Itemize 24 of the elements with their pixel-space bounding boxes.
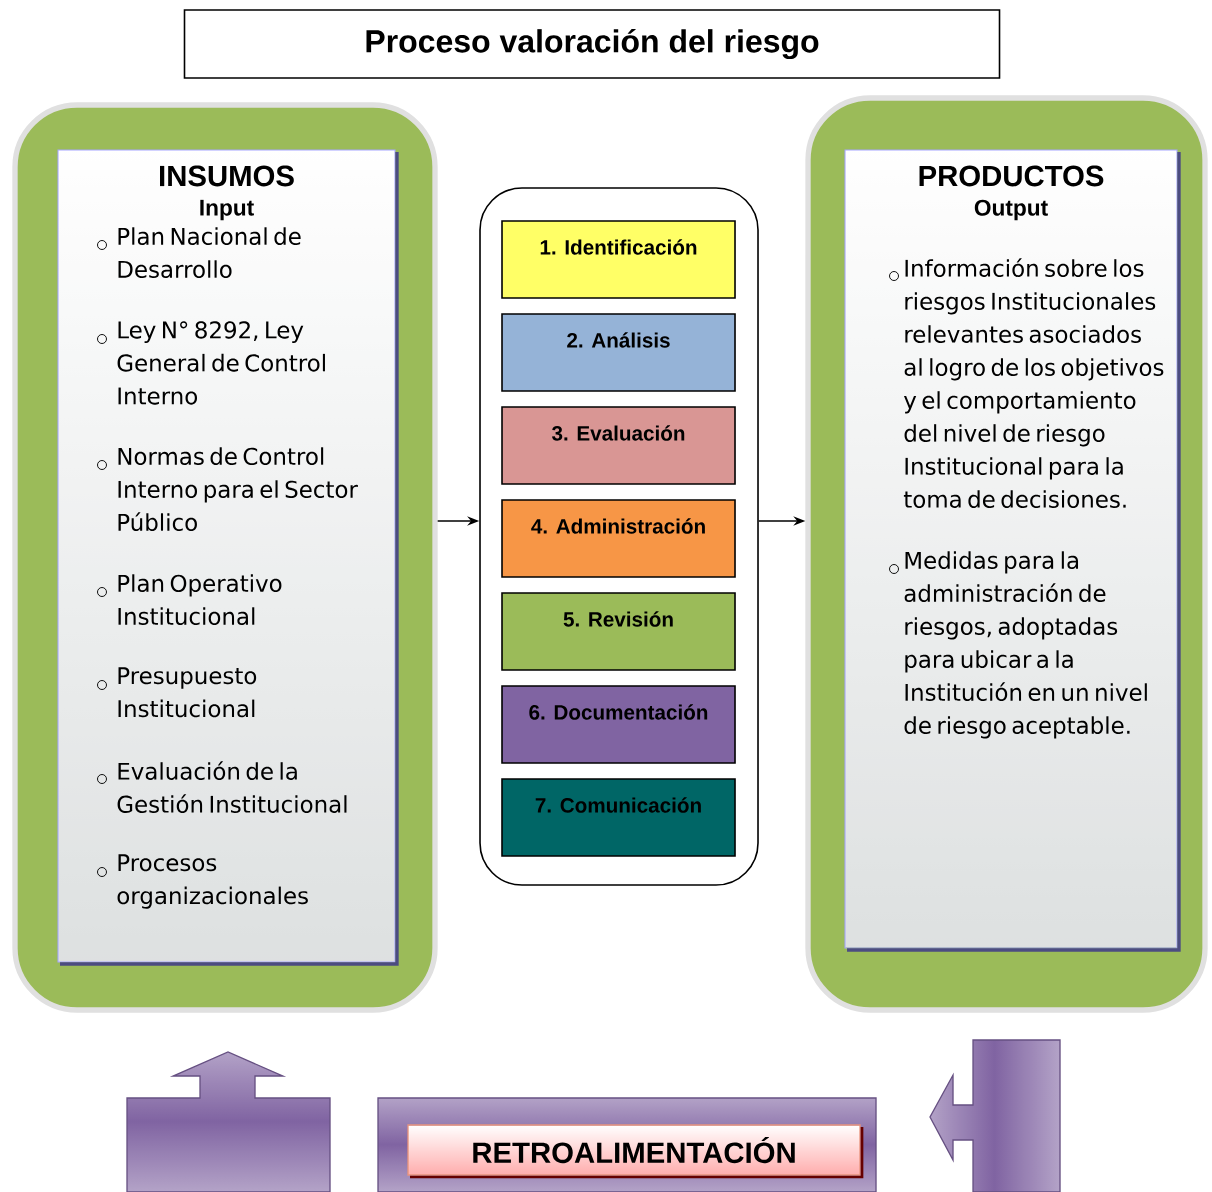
step-box: 3. Evaluación xyxy=(501,406,736,485)
step-box: 4. Administración xyxy=(501,499,736,578)
bullet-item: Información sobre los riesgos Institucionales relevantes asociados al logro de los objetivos y el comportamiento del nivel de riesgo Institucional para la toma de decisiones. xyxy=(889,258,1164,508)
step-box: 5. Revisión xyxy=(501,592,736,671)
panel-subheading: Input xyxy=(200,199,254,221)
step-box: 2. Análisis xyxy=(501,313,736,392)
bullet-item: Plan Nacional de Desarrollo xyxy=(97,227,301,279)
step-box: 7. Comunicación xyxy=(501,778,736,857)
panel-heading: PRODUCTOS xyxy=(919,165,1104,187)
text-panel xyxy=(57,149,399,966)
step-box: 1. Identificación xyxy=(501,220,736,299)
bullet-item: Evaluación de la Gestión Institucional xyxy=(97,761,347,813)
bullet-item: Ley N° 8292, Ley General de Control Interno xyxy=(97,321,325,405)
bullet-item: Plan Operativo Institucional xyxy=(97,574,282,626)
feedback-bar: RETROALIMENTACIÓN xyxy=(377,1097,877,1192)
bullet-item: Normas de Control Interno para el Sector Público xyxy=(97,447,358,532)
title-box: Proceso valoración del riesgo xyxy=(183,9,1001,79)
bullet-item: Presupuesto Institucional xyxy=(97,667,257,718)
panel-subheading: Output xyxy=(974,199,1048,221)
step-box: 6. Documentación xyxy=(501,685,736,764)
panel-heading: INSUMOS xyxy=(160,165,294,187)
text-panel xyxy=(844,149,1181,952)
bullet-item: Procesos organizacionales xyxy=(97,854,308,909)
bullet-item: Medidas para la administración de riesgos, adoptadas para ubicar a la Institución en un nivel de riesgo aceptable. xyxy=(889,551,1147,739)
